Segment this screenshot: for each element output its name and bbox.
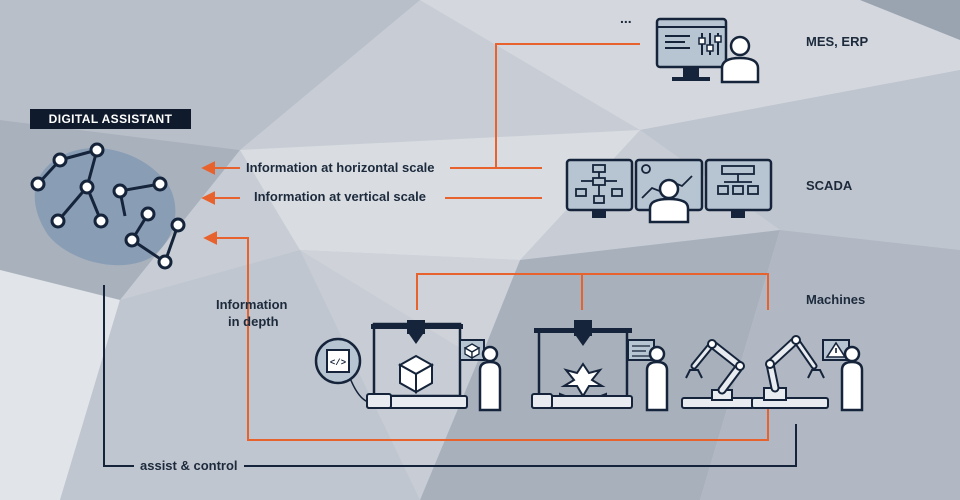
svg-text:</>: </>	[330, 358, 346, 368]
depth-label-line1: Information	[216, 297, 288, 312]
level-label-mes-erp: MES, ERP	[806, 34, 869, 49]
horizontal-flow-line	[201, 43, 640, 175]
depth-flow-line	[203, 231, 769, 441]
horizontal-scale-label: Information at horizontal scale	[246, 160, 435, 175]
level-label-scada: SCADA	[806, 178, 853, 193]
level-label-machines: Machines	[806, 292, 866, 307]
3d-printer-icon	[366, 320, 502, 412]
control-monitors-with-user-icon	[565, 158, 773, 224]
desktop-monitor-with-user-icon	[655, 17, 760, 84]
assist-control-label: assist & control	[140, 458, 238, 473]
digital-assistant-badge: DIGITAL ASSISTANT	[30, 109, 191, 129]
code-chip-icon: </>	[314, 337, 369, 403]
vertical-scale-label: Information at vertical scale	[254, 189, 426, 204]
more-levels-ellipsis: ...	[620, 10, 632, 26]
warning-icon	[822, 339, 864, 412]
cnc-machine-icon	[531, 320, 669, 412]
control-line	[103, 285, 797, 467]
depth-label-line2: in depth	[228, 314, 279, 329]
robot-arm-icon	[681, 335, 829, 409]
network-graph-icon	[30, 142, 186, 270]
